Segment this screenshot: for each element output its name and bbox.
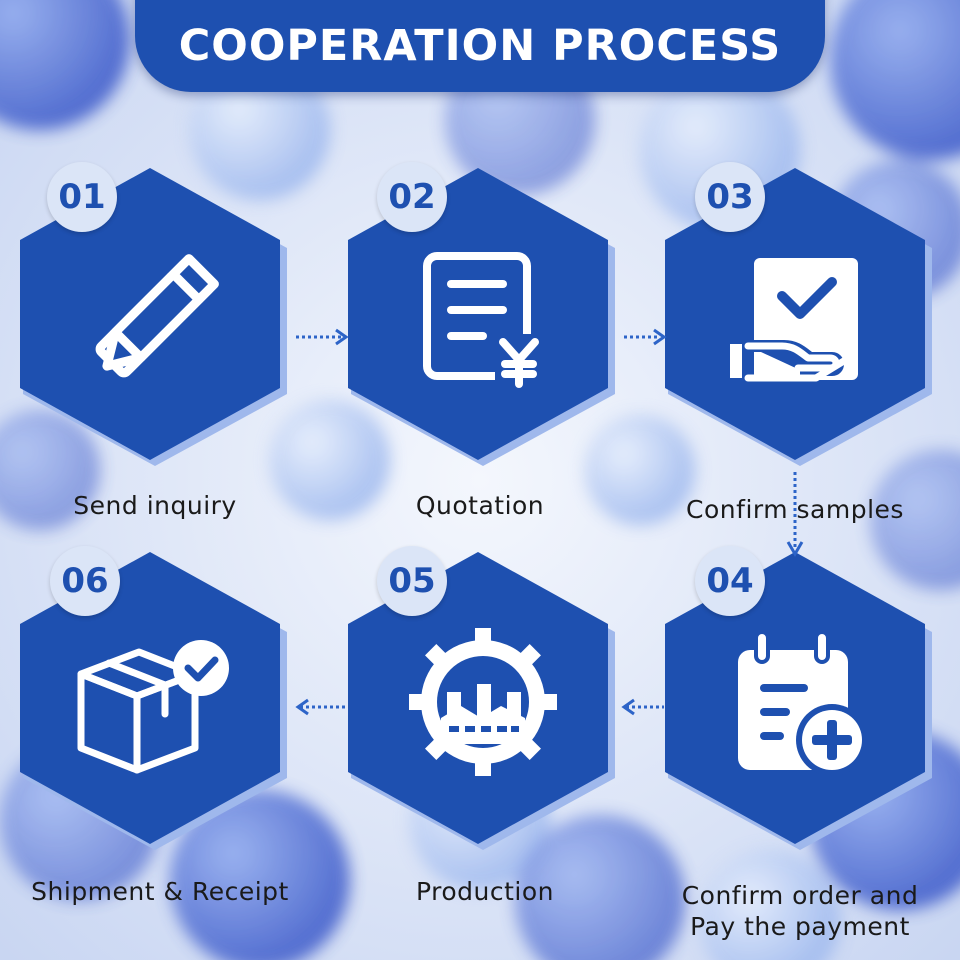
- step-01-card: 01: [5, 162, 305, 468]
- step-01-label: Send inquiry: [73, 491, 237, 520]
- step-06-hexagon: [20, 552, 287, 850]
- title-banner: COOPERATION PROCESS: [135, 0, 825, 92]
- step-05-number-badge: 05: [377, 546, 447, 616]
- arrow-03-to-04: [786, 472, 804, 557]
- step-03-card: 03: [650, 162, 950, 468]
- step-06-number-badge: 06: [50, 546, 120, 616]
- step-05-card: 05: [333, 546, 633, 852]
- step-04-label-line2: Pay the payment: [690, 912, 910, 941]
- factory-gear-icon: [409, 628, 557, 776]
- step-04-label-line1: Confirm order and: [681, 881, 919, 910]
- pencil-ruler-icon: [95, 254, 219, 378]
- step-03-number-badge: 03: [695, 162, 765, 232]
- step-02-card: 02: [333, 162, 633, 468]
- step-06-card: 06: [5, 546, 305, 852]
- step-01-number-badge: 01: [47, 162, 117, 232]
- step-06-label: Shipment & Receipt: [31, 877, 289, 906]
- step-02-number-badge: 02: [377, 162, 447, 232]
- calendar-add-icon: [738, 630, 868, 776]
- step-05-label: Production: [415, 877, 554, 906]
- arrow-02-to-03: [624, 328, 667, 346]
- sample-checklist-hand-icon: [730, 258, 858, 382]
- step-02-label: Quotation: [415, 491, 545, 520]
- step-04-label: Confirm order and Pay the payment: [650, 880, 950, 942]
- arrow-04-to-05: [621, 698, 664, 716]
- package-check-icon: [77, 640, 229, 774]
- price-document-icon: [423, 252, 545, 388]
- page-title: COOPERATION PROCESS: [178, 21, 782, 71]
- step-04-number-badge: 04: [695, 546, 765, 616]
- arrow-01-to-02: [296, 328, 349, 346]
- arrow-05-to-06: [295, 698, 348, 716]
- step-04-card: 04: [650, 546, 950, 852]
